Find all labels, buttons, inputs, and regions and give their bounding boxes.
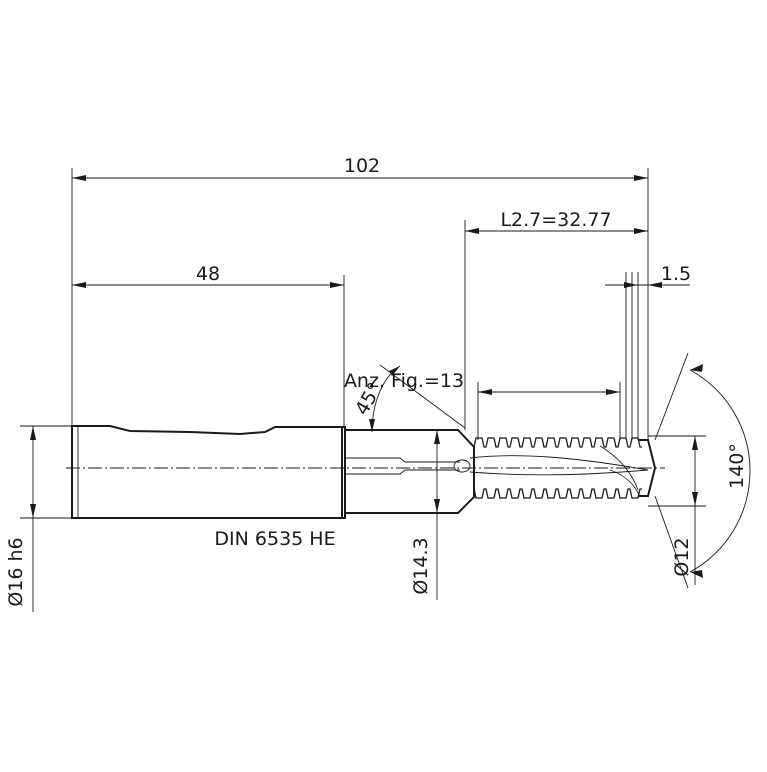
cutter-diameter-label: Ø12 bbox=[671, 537, 693, 576]
coolant-bore bbox=[345, 457, 460, 475]
standard-label: DIN 6535 HE bbox=[214, 528, 335, 550]
arrow bbox=[72, 282, 86, 288]
arrow bbox=[72, 175, 86, 181]
arrow bbox=[692, 436, 698, 450]
arrow bbox=[389, 366, 400, 376]
arrow bbox=[478, 389, 492, 395]
shank-diameter-label: Ø16 h6 bbox=[5, 537, 27, 606]
angle-leader-top bbox=[654, 352, 689, 441]
arrow bbox=[330, 282, 344, 288]
arrow bbox=[648, 282, 662, 288]
shank-length-label: 48 bbox=[196, 263, 220, 285]
arrow bbox=[624, 282, 638, 288]
tip-length-label: 1.5 bbox=[661, 263, 691, 285]
teeth-count-label: Anz. Fig.=13 bbox=[344, 370, 464, 392]
arrow bbox=[690, 364, 703, 372]
tool-body bbox=[66, 425, 665, 519]
arrow bbox=[434, 430, 440, 444]
shank-outline bbox=[71, 425, 346, 519]
arrow bbox=[606, 389, 620, 395]
dim-arc-point-angle bbox=[689, 369, 751, 573]
flute-curve-3 bbox=[599, 445, 639, 491]
flute-curve-2 bbox=[469, 469, 649, 476]
thread-profile-bottom bbox=[473, 488, 642, 499]
arrow bbox=[434, 499, 440, 513]
thread-profile-top bbox=[473, 437, 642, 448]
arrow bbox=[690, 570, 703, 578]
arrow bbox=[634, 175, 648, 181]
cutting-length-label: L2.7=32.77 bbox=[500, 209, 611, 231]
bore-end bbox=[453, 459, 471, 473]
arrow bbox=[692, 492, 698, 506]
point-angle-label: 140° bbox=[726, 443, 748, 489]
arrow bbox=[369, 419, 375, 432]
neck-outline bbox=[345, 429, 475, 514]
overall-length-label: 102 bbox=[344, 155, 380, 177]
arrow bbox=[465, 228, 479, 234]
dimension-lines bbox=[20, 168, 751, 612]
chamfer-leader bbox=[379, 364, 466, 429]
dimension-labels: 102 48 L2.7=32.77 1.5 Anz. Fig.=13 45° 1… bbox=[5, 155, 748, 607]
arrow bbox=[634, 228, 648, 234]
flute-curve-4 bbox=[609, 469, 641, 498]
arrow bbox=[30, 504, 36, 518]
angle-leader-bottom bbox=[654, 495, 689, 589]
arrow bbox=[30, 426, 36, 440]
neck-diameter-label: Ø14.3 bbox=[410, 537, 432, 594]
